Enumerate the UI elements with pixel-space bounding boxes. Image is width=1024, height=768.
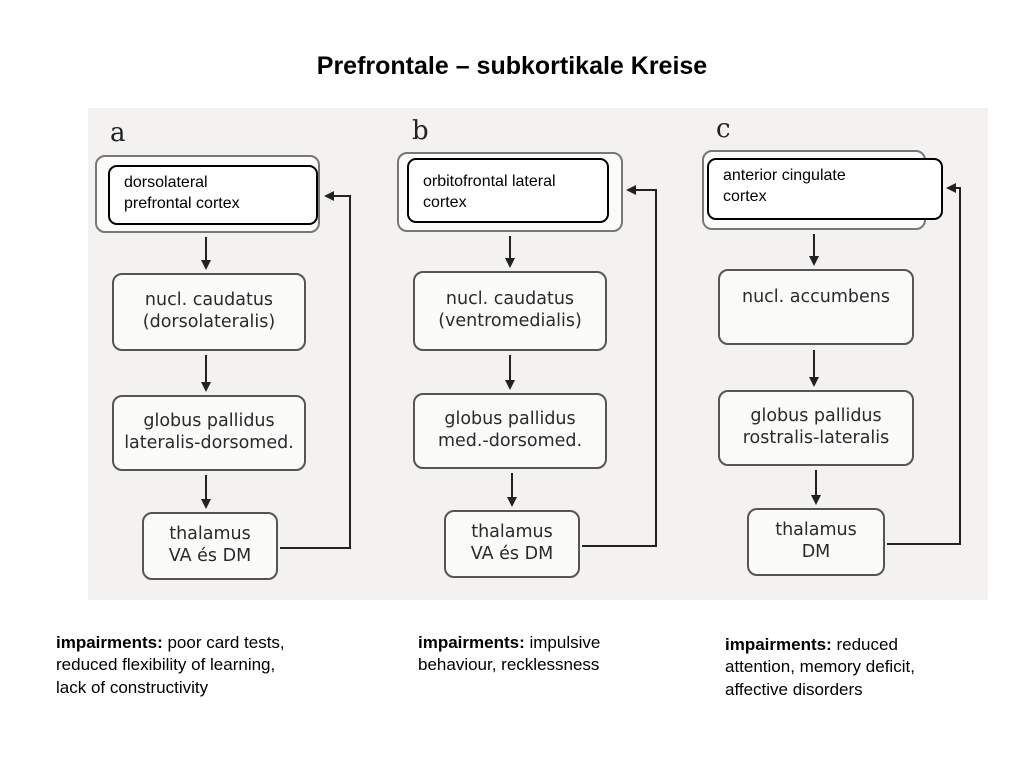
- circuit-c-box3-line1: thalamus: [775, 520, 857, 541]
- circuit-a-box1-line1: nucl. caudatus: [144, 290, 274, 311]
- circuit-a-impair-line2: reduced flexibility of learning,: [56, 655, 276, 675]
- circuit-c-box3-line2: DM: [801, 542, 831, 562]
- circuit-a-box1-line2: (dorsolateralis): [142, 312, 276, 332]
- circuit-c-box2-line1: globus pallidus: [750, 406, 882, 427]
- circuit-c-impair-line3: affective disorders: [725, 679, 863, 699]
- page-title: Prefrontale – subkortikale Kreise: [316, 52, 708, 80]
- circuit-c-cortex-line2: cortex: [723, 187, 767, 205]
- circuit-a-box3-line2: VA és DM: [168, 546, 252, 566]
- circuit-b-letter: b: [412, 116, 429, 146]
- feedback-arrow-c: [887, 183, 961, 545]
- feedback-arrow-a: [280, 191, 351, 549]
- circuit-c-accumbens-box: nucl. accumbens: [718, 269, 914, 345]
- circuit-b-cortex-line2: cortex: [423, 193, 467, 211]
- circuit-c-cortex-line1: anterior cingulate: [723, 167, 846, 184]
- circuit-a-impair-label: impairments:: [56, 633, 163, 652]
- circuit-b-box3-line2: VA és DM: [470, 544, 554, 564]
- circuit-c-box1-line1: nucl. accumbens: [742, 287, 890, 307]
- circuit-b-impair-line2: behaviour, recklessness: [418, 655, 600, 675]
- circuit-c-impair-label: impairments:: [725, 635, 832, 654]
- circuit-b-caudatus-box: nucl. caudatus(ventromedialis): [413, 271, 607, 351]
- circuit-a-cortex-line2: prefrontal cortex: [124, 194, 240, 212]
- circuit-b-impairments: impairments: impulsive behaviour, reckle…: [418, 632, 600, 677]
- circuit-b-impair-line1: impulsive: [524, 633, 601, 652]
- circuit-a-box2-line2: lateralis-dorsomed.: [124, 433, 294, 453]
- circuit-c-cortex-box: anterior cingulate cortex: [707, 158, 943, 220]
- circuit-c-impairments: impairments: reduced attention, memory d…: [725, 634, 915, 701]
- circuit-c-letter: c: [716, 114, 731, 144]
- circuit-a-impair-line1: poor card tests,: [162, 633, 285, 652]
- circuit-a-cortex-line1: dorsolateral: [124, 174, 208, 191]
- circuit-a-caudatus-box: nucl. caudatus(dorsolateralis): [112, 273, 306, 351]
- circuit-a-cortex-box: dorsolateral prefrontal cortex: [108, 165, 318, 225]
- circuit-a-impairments: impairments: poor card tests, reduced fl…: [56, 632, 285, 699]
- circuit-b-box2-line2: med.-dorsomed.: [437, 431, 583, 451]
- circuit-b-impair-label: impairments:: [418, 633, 525, 652]
- circuit-a-box2-line1: globus pallidus: [143, 411, 275, 432]
- circuit-b-box3-line1: thalamus: [471, 522, 553, 543]
- feedback-arrow-b: [582, 185, 657, 547]
- circuit-a-letter: a: [110, 118, 126, 148]
- circuit-b-cortex-line1: orbitofrontal lateral: [423, 173, 556, 190]
- circuit-c-impair-line1: reduced: [831, 635, 898, 654]
- circuit-c-impair-line2: attention, memory deficit,: [725, 657, 915, 677]
- circuit-b-cortex-box: orbitofrontal lateral cortex: [407, 158, 609, 223]
- circuit-b-box1-line2: (ventromedialis): [438, 311, 582, 331]
- circuit-a-impair-line3: lack of constructivity: [56, 677, 209, 697]
- circuit-a-box3-line1: thalamus: [169, 524, 251, 545]
- circuit-b-box1-line1: nucl. caudatus: [445, 289, 575, 310]
- circuit-c-box2-line2: rostralis-lateralis: [742, 428, 890, 448]
- circuit-b-box2-line1: globus pallidus: [444, 409, 576, 430]
